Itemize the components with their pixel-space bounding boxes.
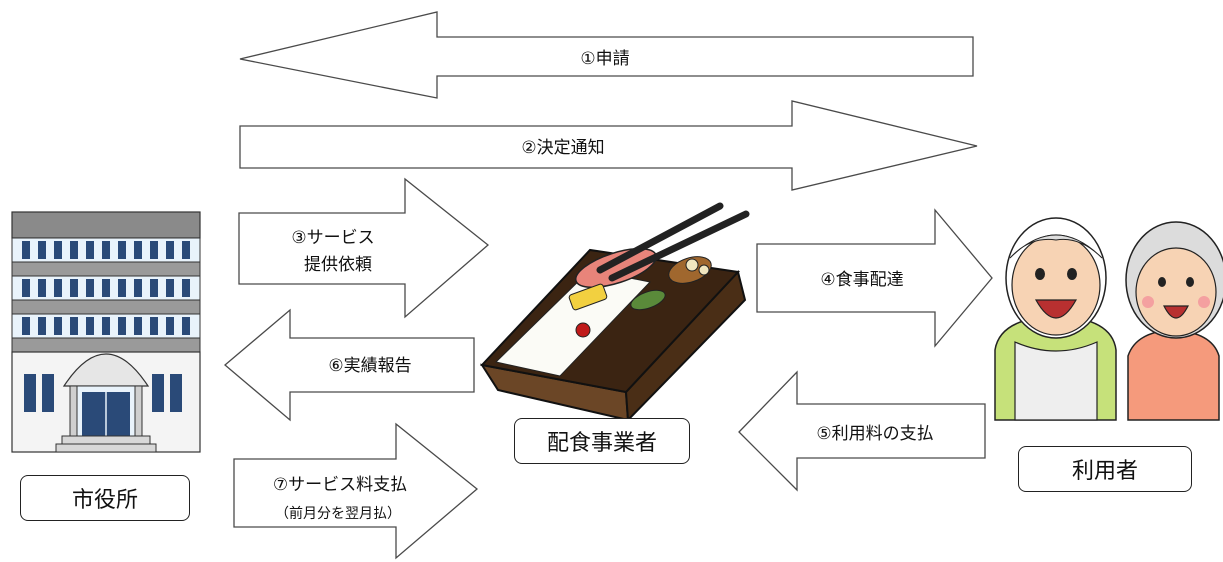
- bento-box-icon: [479, 202, 750, 423]
- city-hall-label-box: 市役所: [20, 475, 190, 521]
- report-label: ⑥実績報告: [328, 356, 411, 376]
- service-fee-label-line1: ⑦サービス料支払: [273, 475, 407, 495]
- fee-payment-arrow: ⑤利用料の支払: [738, 370, 986, 492]
- delivery-label: ④食事配達: [820, 270, 903, 290]
- service-request-label-line1: ③サービス: [291, 228, 374, 248]
- service-request-label-line2: 提供依頼: [304, 255, 372, 275]
- fee-payment-label: ⑤利用料の支払: [816, 424, 933, 444]
- report-arrow: ⑥実績報告: [223, 308, 475, 422]
- service-request-arrow: ③サービス 提供依頼: [238, 177, 490, 319]
- user-label: 利用者: [1071, 459, 1138, 484]
- provider-label: 配食事業者: [546, 431, 657, 456]
- service-fee-label-line2: （前月分を翌月払）: [275, 505, 401, 522]
- apply-label: ①申請: [580, 49, 629, 69]
- delivery-arrow: ④食事配達: [756, 208, 993, 348]
- service-fee-arrow: ⑦サービス料支払 （前月分を翌月払）: [233, 422, 479, 560]
- city-hall-label: 市役所: [71, 488, 138, 513]
- decision-label: ②決定通知: [521, 138, 604, 158]
- users-couple-icon: [994, 217, 1223, 421]
- city-hall-building-icon: [11, 211, 201, 453]
- decision-arrow: ②決定通知: [239, 100, 978, 191]
- apply-arrow: ①申請: [239, 11, 974, 99]
- provider-label-box: 配食事業者: [514, 418, 690, 464]
- user-label-box: 利用者: [1018, 446, 1192, 492]
